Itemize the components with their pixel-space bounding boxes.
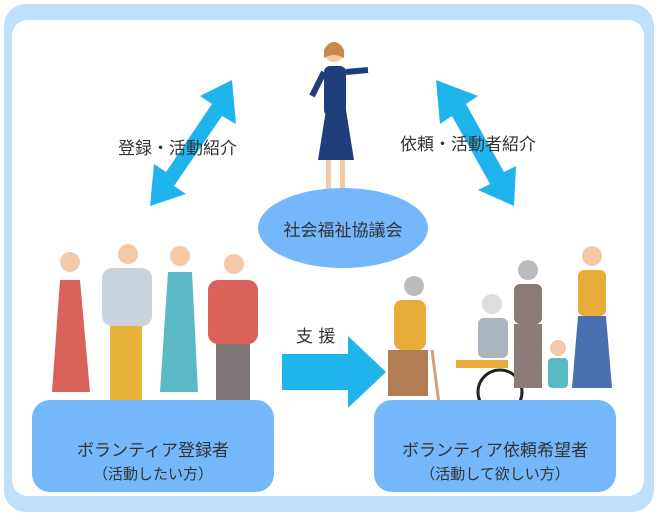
support-arrow: [282, 336, 386, 408]
left-double-arrow: [150, 80, 236, 206]
volunteer-box: ボランティア登録者 （活動したい方）: [32, 400, 274, 492]
volunteer-title: ボランティア登録者: [77, 441, 229, 461]
council-ellipse: 社会福祉協議会: [258, 188, 428, 268]
right-double-arrow: [436, 80, 516, 206]
requester-box: ボランティア依頼希望者 （活動して欲しい方）: [374, 400, 616, 492]
requester-subtitle: （活動して欲しい方）: [420, 465, 570, 483]
requester-title: ボランティア依頼希望者: [402, 441, 588, 461]
volunteer-figures: [52, 244, 258, 418]
left-arrow-label: 登録・活動紹介: [118, 139, 237, 159]
support-arrow-label: 支 援: [296, 327, 336, 347]
staff-figure: [309, 42, 369, 200]
council-label: 社会福祉協議会: [283, 220, 403, 241]
requester-figures: [388, 246, 612, 416]
volunteer-subtitle: （活動したい方）: [92, 465, 213, 483]
right-arrow-label: 依頼・活動者紹介: [400, 135, 536, 155]
